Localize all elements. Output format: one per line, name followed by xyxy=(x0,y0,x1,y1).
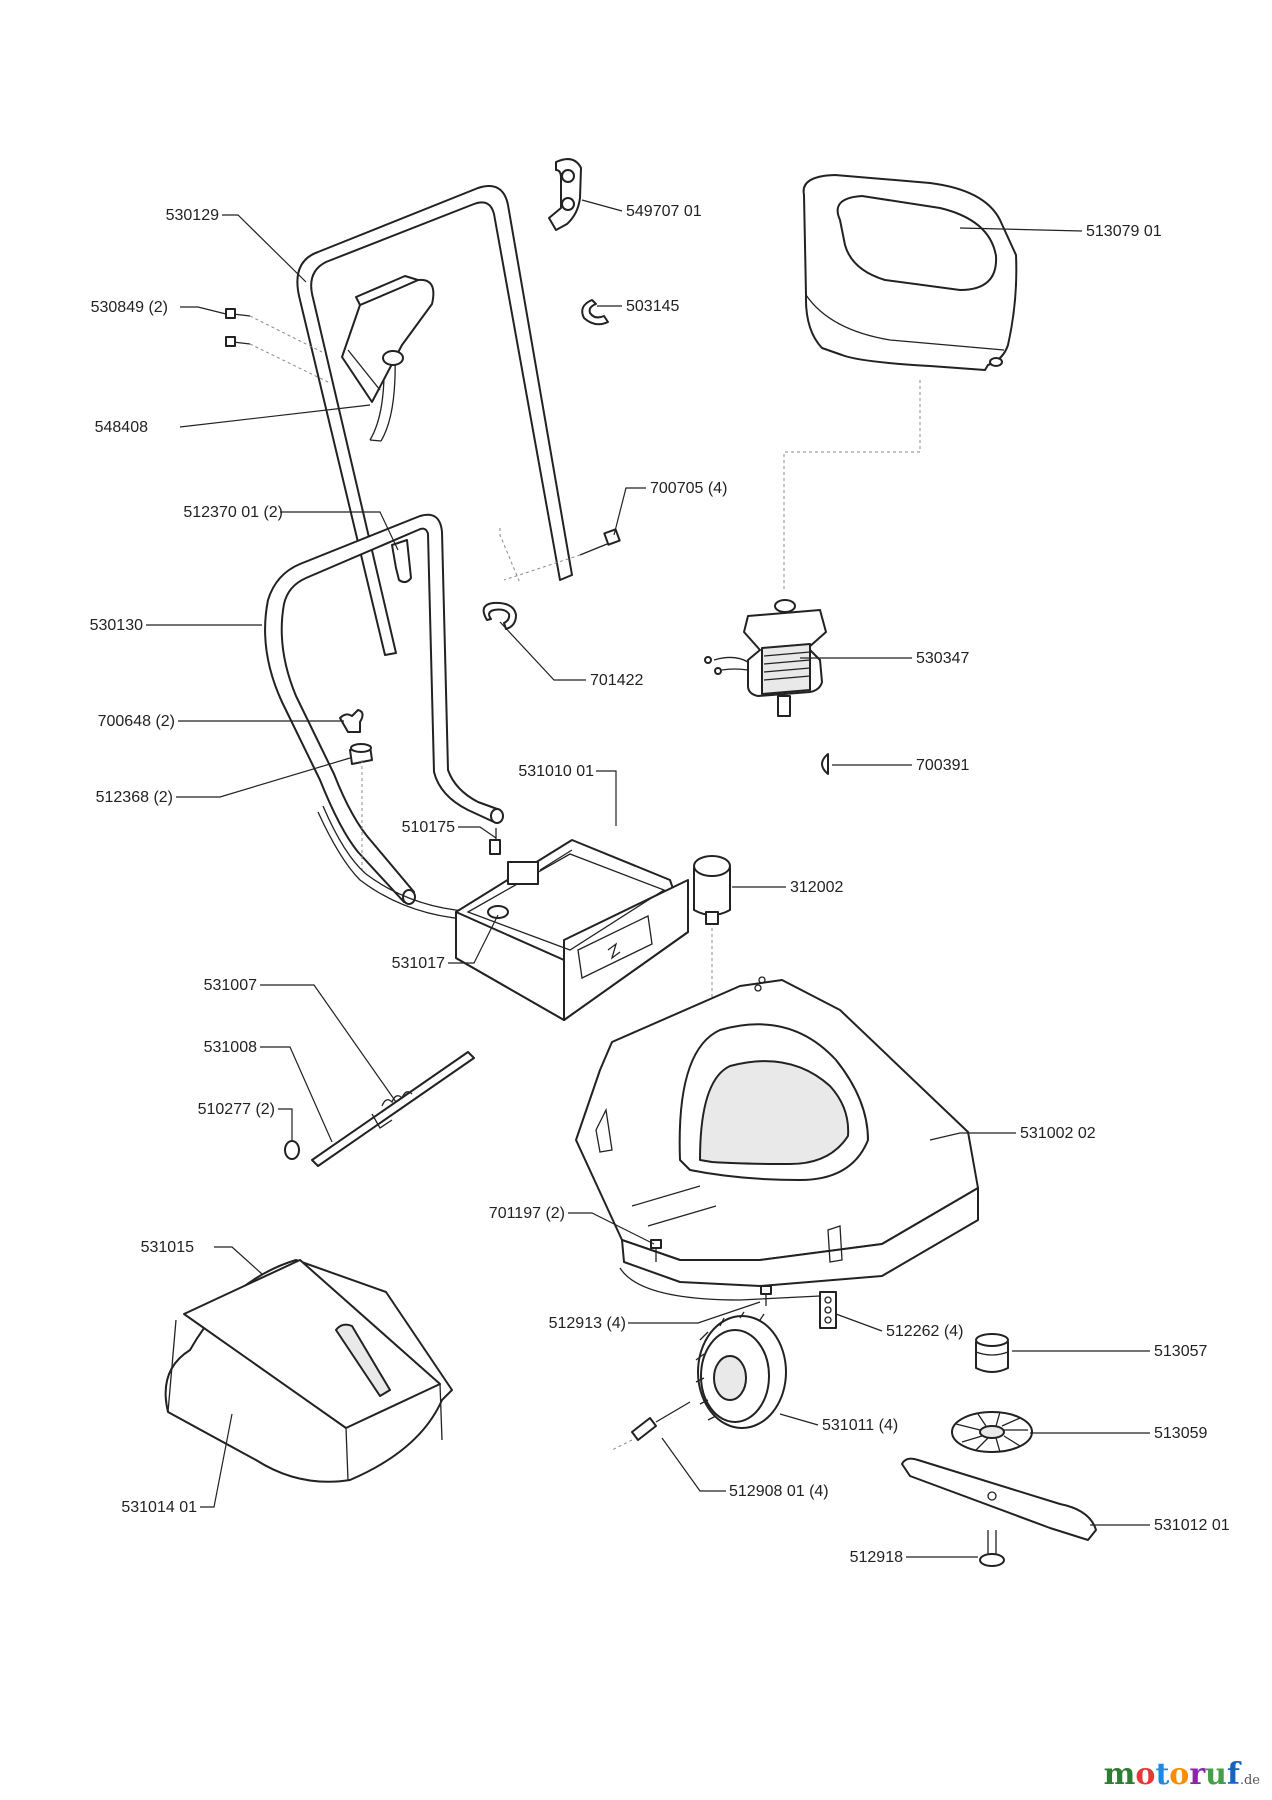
label-530347: 530347 xyxy=(916,650,969,667)
label-531007: 531007 xyxy=(204,977,257,994)
circlip-701422-drawing xyxy=(482,601,517,630)
label-510277: 510277 (2) xyxy=(198,1101,275,1118)
motor-drawing xyxy=(704,599,827,717)
label-700648: 700648 (2) xyxy=(98,713,175,730)
label-531012: 531012 01 xyxy=(1154,1517,1230,1534)
label-530849: 530849 (2) xyxy=(91,299,168,316)
logo-letter: o xyxy=(1169,1757,1190,1792)
part-312002-drawing xyxy=(693,855,731,1000)
logo-letter: r xyxy=(1189,1757,1206,1792)
logo-letter: f xyxy=(1226,1757,1240,1792)
logo-letter: m xyxy=(1103,1757,1136,1792)
label-700391: 700391 xyxy=(916,757,969,774)
label-701197: 701197 (2) xyxy=(489,1205,565,1222)
clip-503145-drawing xyxy=(581,299,609,326)
label-513057: 513057 xyxy=(1154,1343,1207,1360)
bolt-512918-drawing xyxy=(979,1530,1005,1567)
label-531015: 531015 xyxy=(141,1239,194,1256)
label-513059: 513059 xyxy=(1154,1425,1207,1442)
screw-700705-drawing xyxy=(503,528,621,581)
label-513079: 513079 01 xyxy=(1086,223,1162,240)
plate-512262-drawing xyxy=(819,1291,837,1329)
logo-letter: t xyxy=(1155,1757,1170,1792)
label-549707: 549707 01 xyxy=(626,203,702,220)
cap-700391-drawing xyxy=(821,753,829,775)
deck-drawing xyxy=(575,976,979,1301)
motoruf-watermark-logo: motoruf.de xyxy=(1104,1757,1260,1792)
clamp-512370-drawing xyxy=(391,539,412,584)
label-531014: 531014 01 xyxy=(121,1499,197,1516)
label-530130: 530130 xyxy=(90,617,143,634)
axle-bolt-512908-drawing xyxy=(611,1401,691,1451)
axle-drawing xyxy=(284,1051,475,1167)
label-531002: 531002 02 xyxy=(1020,1125,1096,1142)
spacer-512368-drawing xyxy=(349,743,373,870)
label-530129: 530129 xyxy=(166,207,219,224)
label-548408: 548408 xyxy=(95,419,148,436)
cable-clip-549707-drawing xyxy=(548,158,582,231)
lower-handle-drawing xyxy=(264,513,521,905)
label-510175: 510175 xyxy=(402,819,455,836)
screws-530849-drawing xyxy=(225,308,331,384)
label-312002: 312002 xyxy=(790,879,843,896)
cable-drawing xyxy=(317,805,481,921)
label-531017: 531017 xyxy=(392,955,445,972)
label-701422: 701422 xyxy=(590,672,643,689)
label-531008: 531008 xyxy=(204,1039,257,1056)
logo-suffix: .de xyxy=(1239,1773,1260,1788)
label-512368: 512368 (2) xyxy=(96,789,173,806)
part-513057-drawing xyxy=(975,1333,1009,1373)
blade-drawing xyxy=(901,1457,1097,1541)
label-512918: 512918 xyxy=(850,1549,903,1566)
wing-nut-700648-drawing xyxy=(339,709,364,733)
logo-letter: o xyxy=(1135,1757,1156,1792)
label-512262: 512262 (4) xyxy=(886,1323,963,1340)
label-531010: 531010 01 xyxy=(518,763,594,780)
leader-lines xyxy=(146,199,1150,1558)
label-512913: 512913 (4) xyxy=(549,1315,626,1332)
fan-513059-drawing xyxy=(951,1411,1033,1453)
motor-cover-drawing xyxy=(783,174,1018,590)
label-512370: 512370 01 (2) xyxy=(183,504,283,521)
small-screws-drawing xyxy=(650,1239,772,1306)
label-531011: 531011 (4) xyxy=(822,1417,898,1434)
logo-letter: u xyxy=(1205,1757,1227,1792)
part-labels: 530129 530849 (2) 548408 549707 01 50314… xyxy=(90,203,1230,1566)
label-700705: 700705 (4) xyxy=(650,480,727,497)
wheel-drawing xyxy=(695,1311,787,1429)
switch-box-drawing xyxy=(455,828,689,1021)
label-503145: 503145 xyxy=(626,298,679,315)
label-512908: 512908 01 (4) xyxy=(729,1483,829,1500)
grass-bag-drawing xyxy=(164,1259,453,1483)
bracket-548408-drawing xyxy=(341,275,435,403)
